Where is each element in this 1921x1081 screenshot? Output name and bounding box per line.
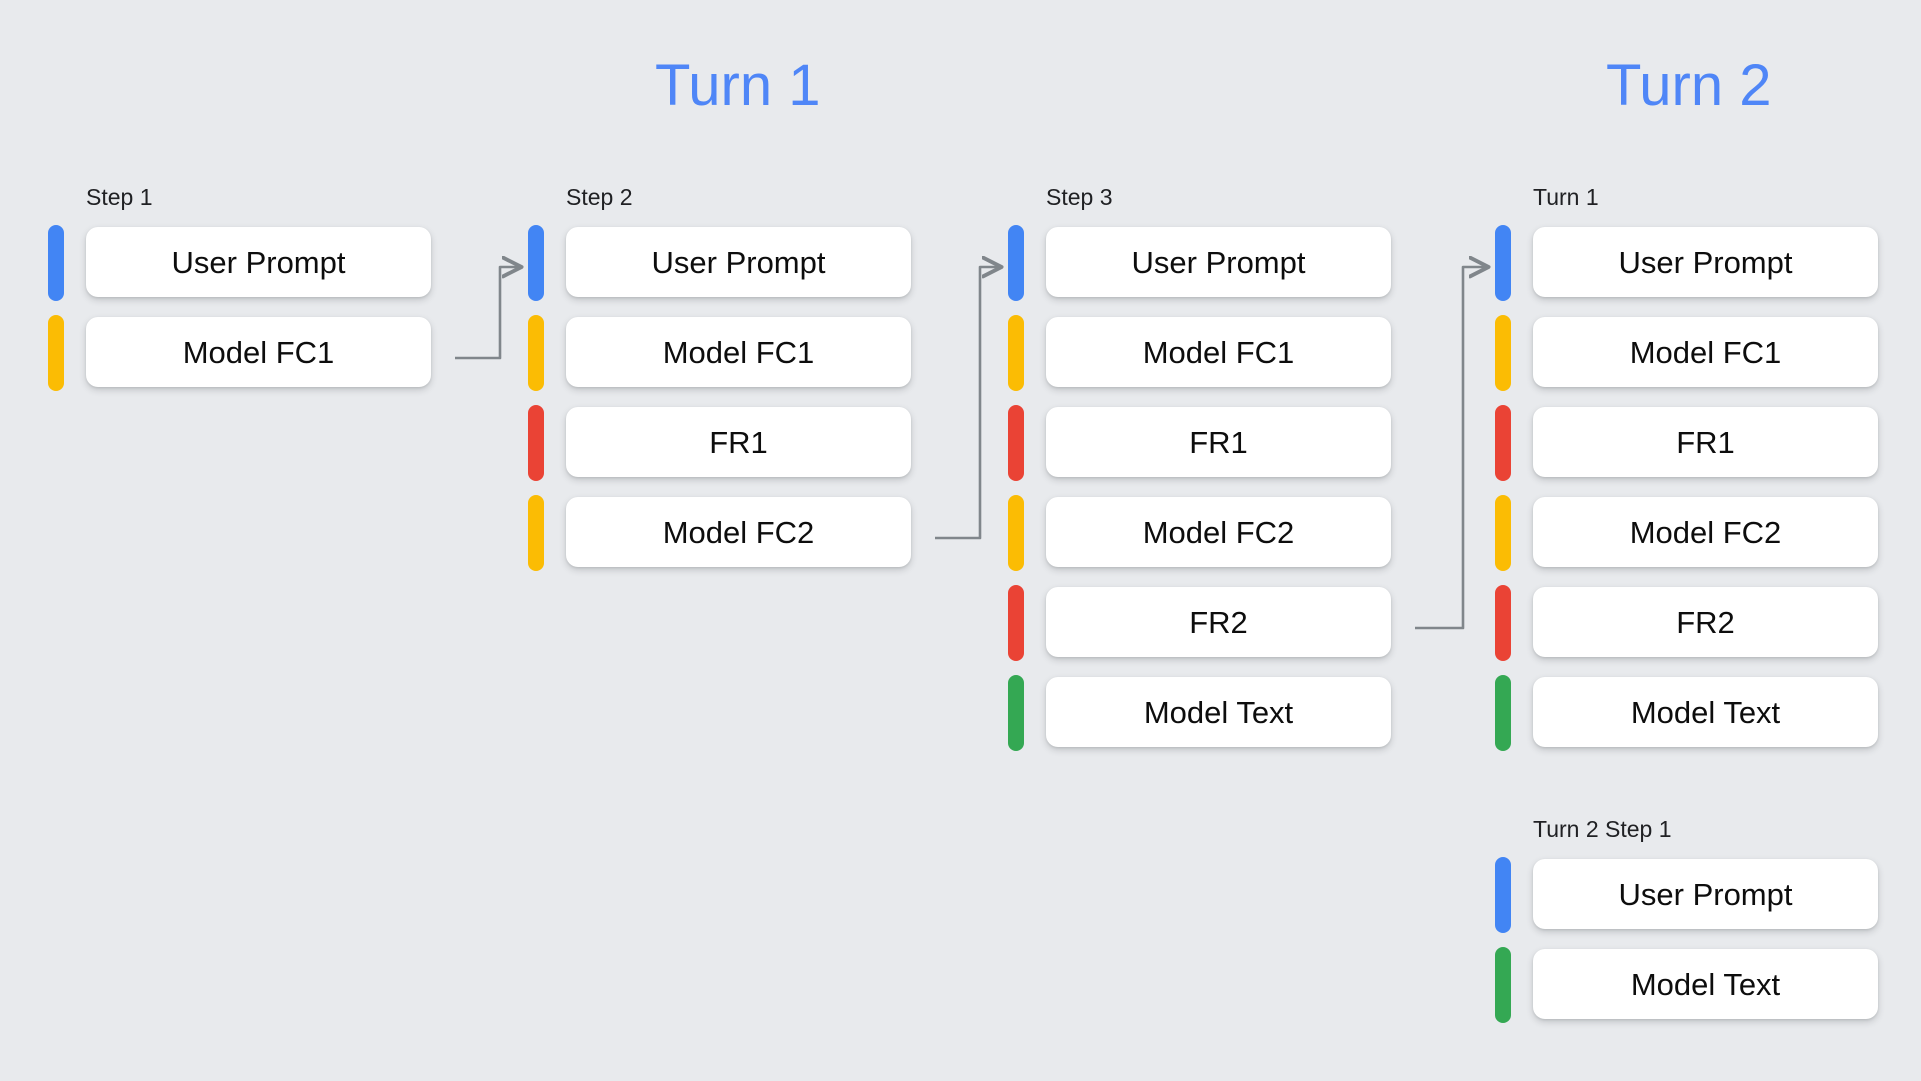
message-card[interactable]: FR1	[566, 407, 911, 477]
message-card[interactable]: Model FC2	[1046, 497, 1391, 567]
message-card[interactable]: FR2	[1046, 587, 1391, 657]
message-card-label: Model Text	[1143, 694, 1294, 730]
role-color-bar-blue	[48, 225, 64, 301]
message-card-label: FR2	[1676, 604, 1735, 640]
message-card-label: FR1	[1676, 424, 1735, 460]
role-color-bar-blue	[1495, 225, 1511, 301]
column-label-step-1: Step 1	[86, 184, 153, 210]
message-card[interactable]: FR1	[1046, 407, 1391, 477]
turn-2-heading: Turn 2	[1606, 53, 1772, 118]
role-color-bar-yellow	[1008, 315, 1024, 391]
message-card[interactable]: Model FC2	[566, 497, 911, 567]
message-card-label: Model FC1	[1629, 334, 1782, 370]
role-color-bar-green	[1495, 947, 1511, 1023]
message-card-label: FR1	[709, 424, 768, 460]
message-card-label: Model Text	[1630, 966, 1781, 1002]
role-color-bar-red	[1495, 405, 1511, 481]
message-card[interactable]: Model Text	[1046, 677, 1391, 747]
arrow-step2-to-step3	[935, 267, 1000, 540]
message-card-label: Model FC1	[1142, 334, 1295, 370]
column-label-step-2: Step 2	[566, 184, 633, 210]
message-card-label: User Prompt	[651, 244, 826, 280]
message-card[interactable]: Model FC1	[566, 317, 911, 387]
message-card[interactable]: Model FC1	[1533, 317, 1878, 387]
arrow-step3-to-turn2	[1415, 267, 1487, 630]
message-card-label: User Prompt	[171, 244, 346, 280]
role-color-bar-yellow	[528, 495, 544, 571]
arrow-step1-to-step2	[455, 267, 520, 360]
role-color-bar-green	[1008, 675, 1024, 751]
role-color-bar-blue	[1495, 857, 1511, 933]
role-color-bar-red	[1008, 585, 1024, 661]
message-card-label: FR2	[1189, 604, 1248, 640]
column-label-step-3: Step 3	[1046, 184, 1113, 210]
message-card[interactable]: Model FC1	[1046, 317, 1391, 387]
turn-1-heading: Turn 1	[655, 53, 821, 118]
message-card[interactable]: Model FC2	[1533, 497, 1878, 567]
message-card-label: User Prompt	[1618, 876, 1793, 912]
message-card-label: FR1	[1189, 424, 1248, 460]
message-card-label: User Prompt	[1618, 244, 1793, 280]
message-card[interactable]: Model Text	[1533, 677, 1878, 747]
role-color-bar-red	[528, 405, 544, 481]
message-card-label: Model Text	[1630, 694, 1781, 730]
message-card[interactable]: User Prompt	[1533, 227, 1878, 297]
role-color-bar-blue	[528, 225, 544, 301]
message-card-label: Model FC2	[662, 514, 815, 550]
message-card[interactable]: User Prompt	[566, 227, 911, 297]
message-card[interactable]: Model Text	[1533, 949, 1878, 1019]
role-color-bar-yellow	[1008, 495, 1024, 571]
message-card[interactable]: User Prompt	[1046, 227, 1391, 297]
role-color-bar-red	[1008, 405, 1024, 481]
role-color-bar-yellow	[48, 315, 64, 391]
message-card-label: User Prompt	[1131, 244, 1306, 280]
message-card[interactable]: FR1	[1533, 407, 1878, 477]
message-card-label: Model FC2	[1142, 514, 1295, 550]
role-color-bar-yellow	[1495, 315, 1511, 391]
message-card[interactable]: User Prompt	[86, 227, 431, 297]
column-label-turn2-step-1: Turn 2 Step 1	[1533, 816, 1672, 842]
role-color-bar-green	[1495, 675, 1511, 751]
role-color-bar-yellow	[528, 315, 544, 391]
message-card[interactable]: Model FC1	[86, 317, 431, 387]
column-label-turn2-turn1: Turn 1	[1533, 184, 1599, 210]
role-color-bar-yellow	[1495, 495, 1511, 571]
message-card-label: Model FC1	[182, 334, 335, 370]
role-color-bar-blue	[1008, 225, 1024, 301]
message-card-label: Model FC2	[1629, 514, 1782, 550]
role-color-bar-red	[1495, 585, 1511, 661]
message-card[interactable]: User Prompt	[1533, 859, 1878, 929]
message-card-label: Model FC1	[662, 334, 815, 370]
message-card[interactable]: FR2	[1533, 587, 1878, 657]
